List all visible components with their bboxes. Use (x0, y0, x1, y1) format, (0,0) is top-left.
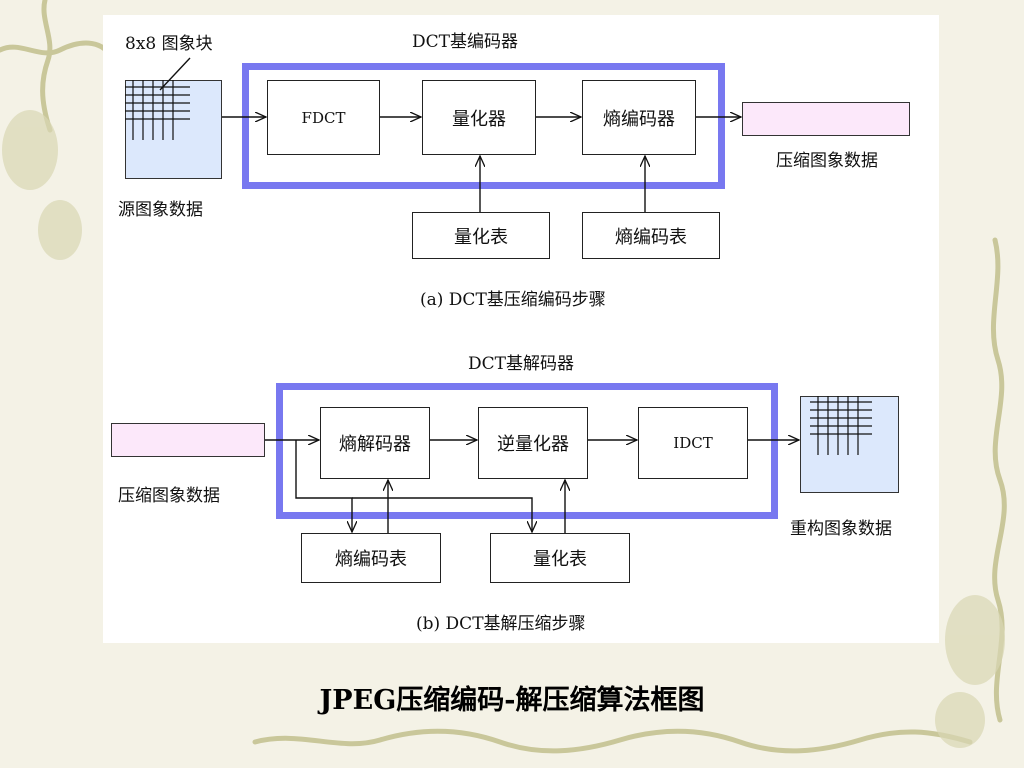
reconstructed-image-block (800, 396, 899, 493)
arrow-header-quanttable (352, 497, 532, 532)
decoder-label: DCT基解码器 (468, 354, 574, 374)
idct-box: IDCT (638, 407, 748, 479)
compressed-data-label-b: 压缩图象数据 (118, 486, 220, 506)
reconstructed-grid (810, 396, 872, 455)
caption-a: (a) DCT基压缩编码步骤 (420, 290, 606, 310)
quantizer-box: 量化器 (422, 80, 536, 155)
quant-table-box-b: 量化表 (490, 533, 630, 583)
encoder-frame (242, 63, 725, 189)
entropy-encoder-box: 熵编码器 (582, 80, 696, 155)
source-grid (125, 80, 190, 140)
reconstructed-data-label: 重构图象数据 (790, 519, 892, 539)
entropy-table-box-b: 熵编码表 (301, 533, 441, 583)
source-data-label: 源图象数据 (118, 200, 203, 220)
block-pointer (159, 57, 191, 91)
compressed-data-label-a: 压缩图象数据 (776, 151, 878, 171)
block-size-label: 8x8 图象块 (125, 34, 213, 54)
entropy-table-box-a: 熵编码表 (582, 212, 720, 259)
compressed-data-block-b (111, 423, 265, 457)
entropy-decoder-box: 熵解码器 (320, 407, 430, 479)
slide-title: JPEG压缩编码-解压缩算法框图 (319, 685, 705, 716)
caption-b: (b) DCT基解压缩步骤 (416, 614, 586, 634)
fdct-box: FDCT (267, 80, 380, 155)
arrow-header-entropytable (295, 440, 352, 532)
compressed-data-block-a (742, 102, 910, 136)
dequantizer-box: 逆量化器 (478, 407, 588, 479)
encoder-label: DCT基编码器 (412, 32, 518, 52)
quant-table-box-a: 量化表 (412, 212, 550, 259)
decoder-frame (276, 383, 778, 519)
